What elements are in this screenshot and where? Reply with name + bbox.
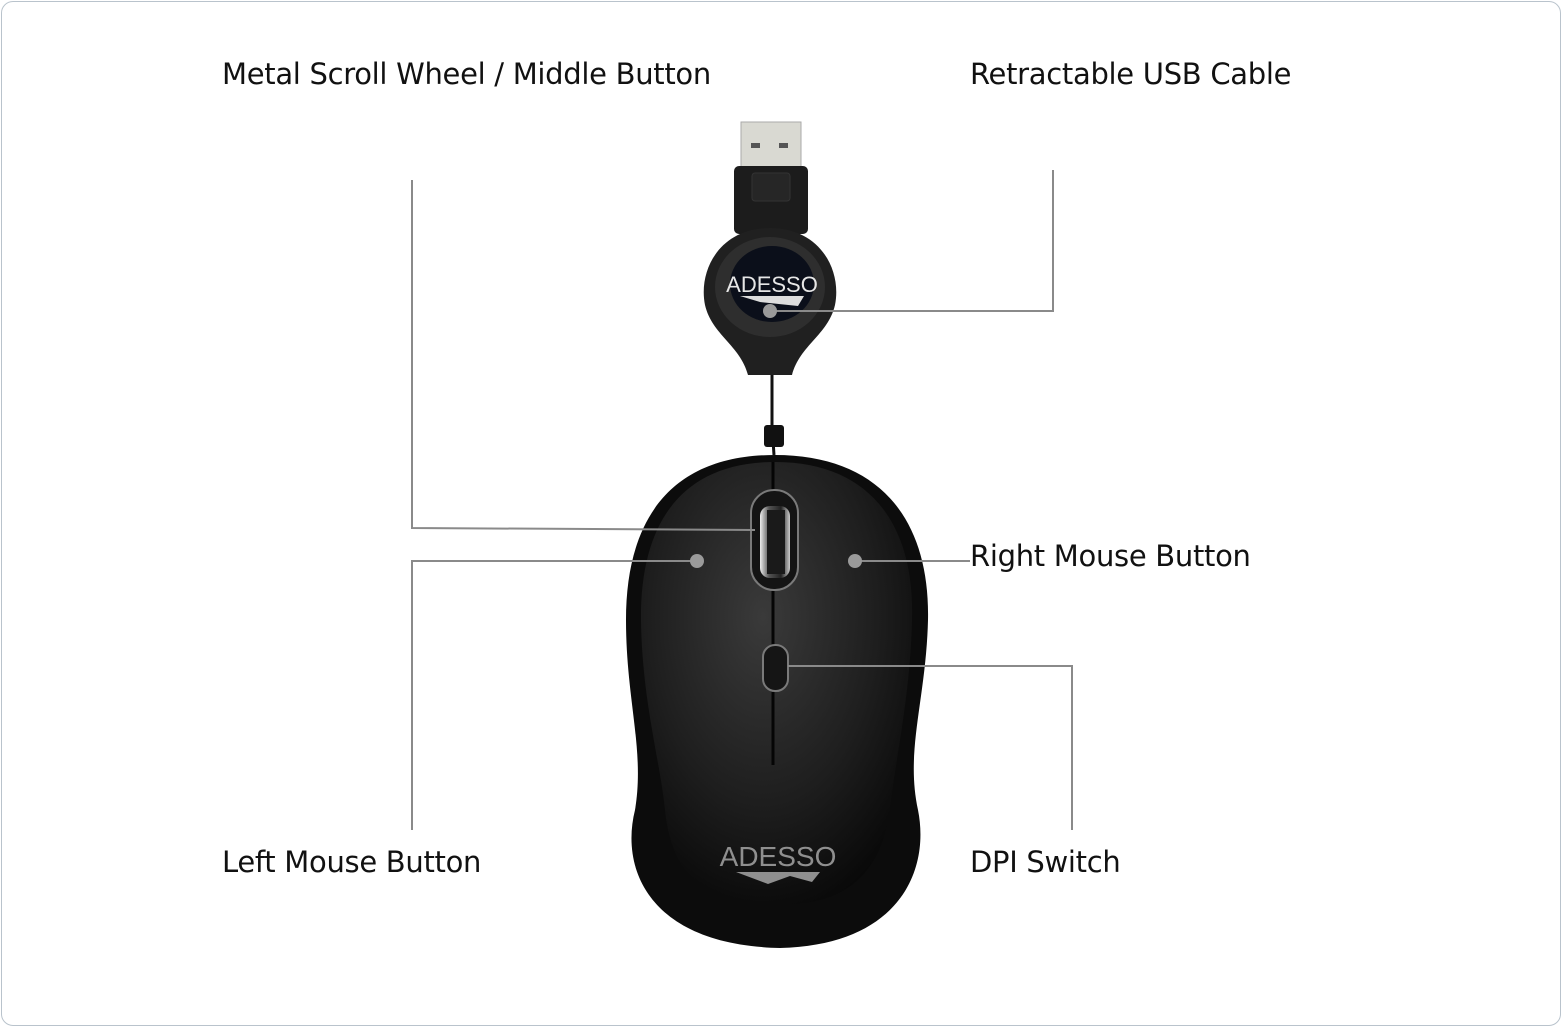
leader-lines [411,170,1073,830]
label-dpi-switch: DPI Switch [970,845,1121,879]
label-right-button: Right Mouse Button [970,539,1251,573]
leader-left-button [411,560,697,830]
dpi-switch [762,644,789,692]
marker-left-button [690,554,704,568]
label-usb-cable: Retractable USB Cable [970,57,1292,91]
cable-strain-relief [764,425,784,447]
leader-usb-cable [770,170,1054,312]
scroll-wheel [750,489,799,591]
leader-scroll-wheel [411,180,756,531]
label-scroll-wheel: Metal Scroll Wheel / Middle Button [222,57,711,91]
reel-logo: ADESSO [726,272,818,297]
usb-connector [734,121,808,234]
mouse-logo: ADESSO [720,841,837,884]
marker-right-button [848,554,862,568]
cable-reel: ADESSO [703,228,837,375]
svg-text:ADESSO: ADESSO [720,841,837,872]
leader-dpi-switch [788,665,1073,830]
label-left-button: Left Mouse Button [222,845,482,879]
marker-usb-cable [763,304,777,318]
